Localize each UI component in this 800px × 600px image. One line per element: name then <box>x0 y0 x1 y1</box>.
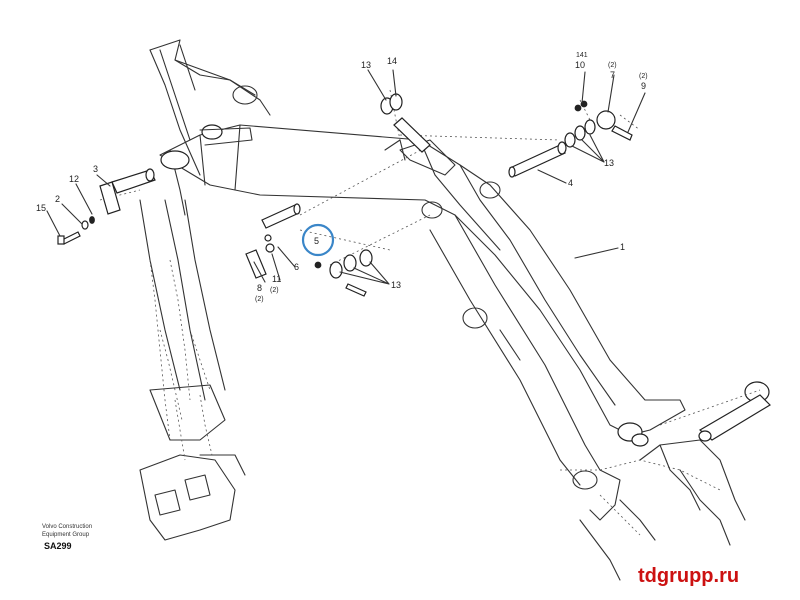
caption-line2: Equipment Group <box>42 532 90 538</box>
washers-13-mid <box>314 249 373 297</box>
watermark: tdgrupp.ru <box>638 565 739 587</box>
callout-13-top: 13 <box>604 158 614 168</box>
callout-11: 11 <box>272 274 281 284</box>
drawing-code: SA299 <box>44 541 72 551</box>
washers-14 <box>380 93 431 153</box>
callout-141: 141 <box>576 52 588 59</box>
washers-13-top <box>564 110 633 148</box>
pin-3 <box>99 168 156 215</box>
bolt-8 <box>245 249 267 279</box>
pin-4 <box>508 141 567 178</box>
bolt-15 <box>57 231 81 245</box>
pin-6 <box>261 203 301 253</box>
callout-9-qty: (2) <box>639 73 648 80</box>
leader-lines <box>46 69 646 285</box>
callout-10: 10 <box>575 60 585 70</box>
callout-1: 1 <box>620 242 625 252</box>
highlight-circle <box>301 223 335 257</box>
boom <box>159 124 686 447</box>
callout-5: 5 <box>314 236 319 246</box>
boom-cylinder <box>429 214 601 490</box>
callout-labels: 1 2 3 4 5 6 7 (2) 8 (2) 9 (2) 10 141 11 … <box>36 52 648 303</box>
callout-8-qty: (2) <box>255 296 264 303</box>
callout-11-qty: (2) <box>270 287 279 294</box>
callout-13-mid: 13 <box>391 280 401 290</box>
callout-15: 15 <box>36 203 46 213</box>
caption-line1: Volvo Construction <box>42 524 92 530</box>
callout-7-qty: (2) <box>608 62 617 69</box>
callout-7: 7 <box>610 70 615 80</box>
caption-block: Volvo Construction Equipment Group SA299 <box>42 524 92 551</box>
background-machine <box>139 39 271 541</box>
callout-3: 3 <box>93 164 98 174</box>
base-mount <box>560 381 771 581</box>
callout-12: 12 <box>69 174 79 184</box>
callout-6: 6 <box>294 262 299 272</box>
washer-2 <box>81 216 95 230</box>
callout-9: 9 <box>641 81 646 91</box>
callout-13-upper: 13 <box>361 60 371 70</box>
callout-2: 2 <box>55 194 60 204</box>
callout-8: 8 <box>257 283 262 293</box>
bolts-10 <box>574 100 588 112</box>
callout-14: 14 <box>387 56 397 66</box>
callout-4: 4 <box>568 178 573 188</box>
